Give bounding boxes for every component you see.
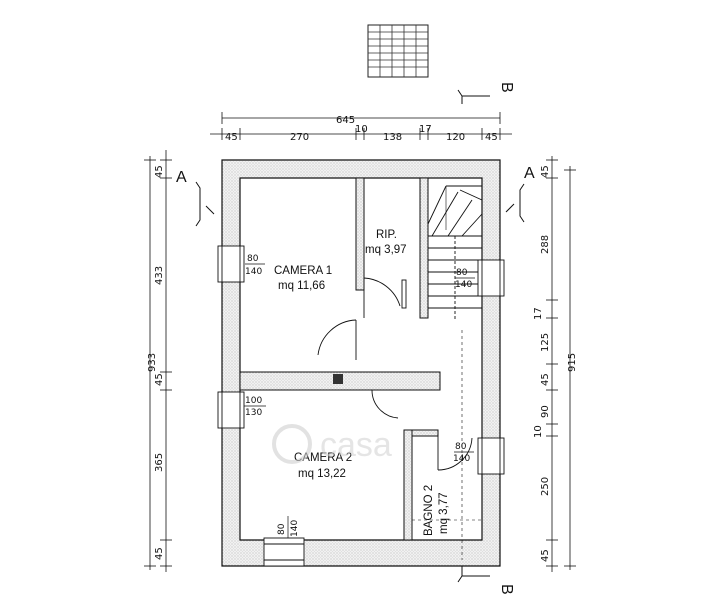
right-dim-2: 288 [540,235,551,254]
room-labels: CAMERA 1 mq 11,66 RIP. mq 3,97 CAMERA 2 … [274,229,450,536]
watermark: casa [272,424,392,464]
watermark-text: casa [320,426,392,464]
left-dim-4: 365 [154,453,165,472]
left-dim-3: 45 [154,373,165,386]
top-dim-4: 138 [383,132,402,143]
section-b-bottom-label: B [498,584,515,595]
top-dimensions [210,112,512,140]
window-stair-width: 80 [456,268,468,278]
room-rip-area: mq 3,97 [365,244,407,256]
windows [217,245,505,567]
window-camera2-height: 130 [245,408,262,418]
left-dim-2: 433 [154,266,165,285]
right-dim-total: 915 [567,353,578,372]
window-bottom-width: 80 [277,523,287,535]
top-dim-2: 270 [290,132,309,143]
top-dimension-labels: 645 45 270 10 138 17 120 45 [225,115,498,143]
room-camera1-name: CAMERA 1 [274,265,332,277]
right-dim-7: 10 [533,425,544,438]
left-dimensions [144,150,172,572]
left-dim-1: 45 [154,165,165,178]
window-stair-height: 140 [455,280,472,290]
right-dim-8: 250 [540,477,551,496]
room-bagno2-name: BAGNO 2 [423,485,435,536]
right-dim-6: 90 [540,405,551,418]
section-b-top-label: B [498,82,515,93]
right-dim-5: 45 [540,373,551,386]
section-a-right-label: A [524,165,535,182]
doors [317,277,482,560]
chimney-flue [333,374,343,384]
top-dim-7: 45 [485,132,498,143]
interior-walls [239,177,441,541]
stamp-grid [367,24,429,78]
right-dim-4: 125 [540,333,551,352]
top-dim-5: 17 [419,124,432,135]
top-dim-1: 45 [225,132,238,143]
room-camera2-area: mq 13,22 [298,468,346,480]
room-bagno2-area: mq 3,77 [438,492,450,534]
left-dim-total: 933 [147,353,158,372]
window-camera1-width: 80 [247,254,259,264]
left-dimension-labels: 933 45 433 45 365 45 [147,165,165,560]
top-dim-6: 120 [446,132,465,143]
top-dim-total: 645 [336,115,355,126]
window-bagno-width: 80 [455,442,467,452]
top-dim-3: 10 [355,124,368,135]
room-rip-name: RIP. [376,229,397,241]
window-bottom-height: 140 [290,520,300,537]
right-dimensions [546,156,576,572]
right-dim-9: 45 [540,549,551,562]
window-labels: 80 140 80 140 100 130 80 140 80 140 [244,254,475,538]
window-camera1-height: 140 [245,267,262,277]
window-bagno-height: 140 [453,454,470,464]
left-dim-5: 45 [154,547,165,560]
right-dim-3: 17 [533,307,544,320]
room-camera1-area: mq 11,66 [278,280,325,292]
watermark-logo-icon [272,424,312,464]
window-camera2-width: 100 [245,396,262,406]
staircase [427,185,483,320]
section-marks [195,89,525,583]
right-dim-1: 45 [540,165,551,178]
right-dimension-labels: 915 45 288 17 125 45 90 10 250 45 [533,165,578,562]
section-a-left-label: A [176,169,187,186]
